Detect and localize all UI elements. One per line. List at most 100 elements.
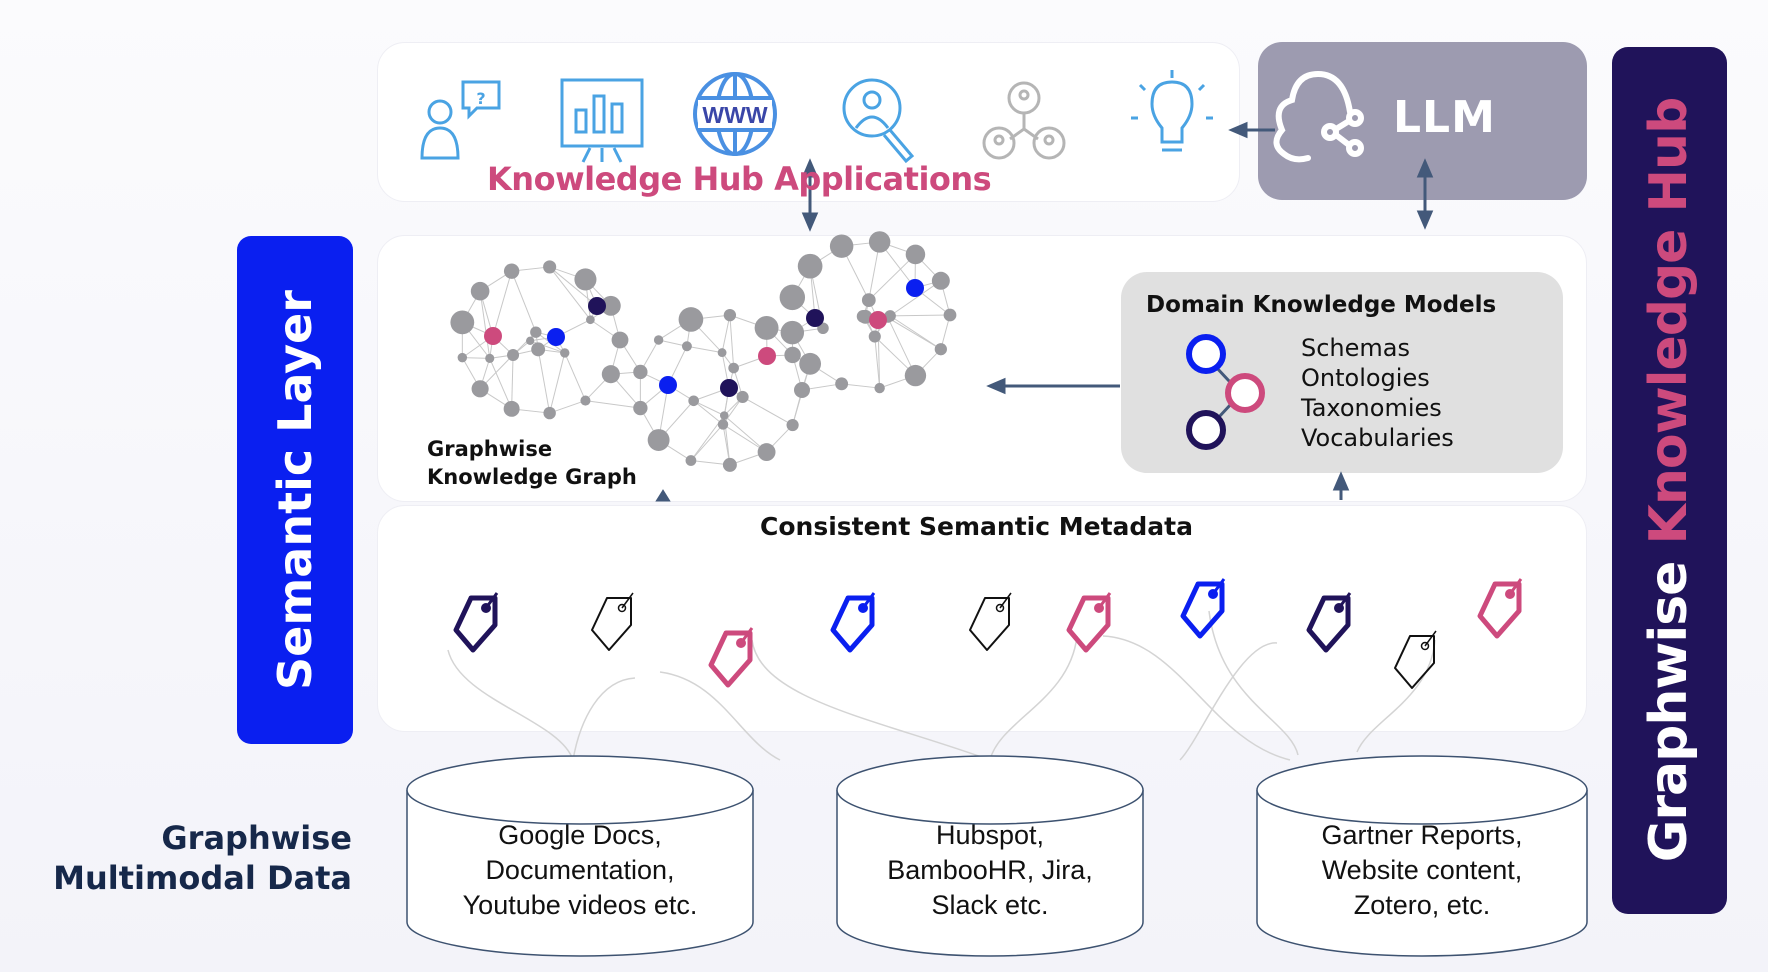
graph-node bbox=[543, 260, 557, 274]
graph-node bbox=[797, 253, 823, 279]
graph-node bbox=[784, 346, 801, 364]
graph-node bbox=[586, 315, 595, 325]
graph-edge bbox=[492, 271, 513, 337]
tag-connectors bbox=[447, 610, 1436, 761]
source-line: BambooHR, Jira, bbox=[887, 855, 1093, 885]
graph-edge bbox=[511, 270, 537, 333]
tag-icon bbox=[969, 592, 1012, 651]
semantic-metadata-panel bbox=[377, 505, 1587, 732]
graph-node bbox=[688, 395, 699, 407]
metadata-title: Consistent Semantic Metadata bbox=[760, 512, 1193, 541]
graph-node bbox=[793, 381, 811, 399]
tag-icon bbox=[708, 627, 754, 688]
graph-node bbox=[720, 379, 738, 397]
graph-node bbox=[457, 352, 468, 363]
graph-node bbox=[869, 311, 887, 329]
graph-edge bbox=[721, 315, 731, 353]
graph-node bbox=[829, 234, 854, 258]
graph-edge bbox=[585, 400, 641, 409]
graph-node bbox=[728, 362, 739, 374]
applications-title: Knowledge Hub Applications bbox=[487, 160, 992, 198]
user-search-icon bbox=[842, 78, 915, 164]
tag-icon bbox=[453, 592, 499, 653]
graph-edge bbox=[549, 266, 591, 321]
source-line: Google Docs, bbox=[498, 820, 662, 850]
graph-node bbox=[717, 348, 727, 357]
graph-node bbox=[861, 293, 876, 307]
question-user-icon: ? bbox=[420, 80, 501, 160]
graph-node bbox=[779, 284, 806, 311]
graph-node bbox=[799, 352, 822, 375]
source-line: Hubspot, bbox=[935, 820, 1045, 850]
graph-node bbox=[470, 281, 490, 301]
multimodal-data-label: Graphwise Multimodal Data bbox=[53, 818, 352, 898]
graph-edge bbox=[693, 400, 725, 416]
graph-edge bbox=[868, 254, 916, 301]
graph-node bbox=[874, 382, 885, 394]
graph-node bbox=[543, 406, 556, 420]
graph-edge bbox=[887, 317, 942, 350]
graph-node bbox=[507, 348, 520, 361]
graph-node bbox=[450, 310, 475, 335]
data-label-line2: Multimodal Data bbox=[53, 859, 352, 897]
graph-edge bbox=[549, 400, 586, 414]
graph-node bbox=[653, 335, 664, 345]
graph-node bbox=[580, 395, 591, 406]
graph-node bbox=[868, 231, 891, 253]
domain-model-item: Taxonomies bbox=[1301, 394, 1442, 422]
knowledge-graph-network bbox=[450, 231, 957, 472]
graph-node bbox=[931, 271, 950, 290]
domain-models-list: Schemas Ontologies Taxonomies Vocabulari… bbox=[1301, 333, 1454, 453]
graph-node bbox=[685, 455, 697, 466]
graph-node bbox=[485, 353, 495, 363]
tag-icon bbox=[830, 592, 876, 653]
metadata-tags bbox=[453, 578, 1523, 689]
data-source-cylinder bbox=[1256, 755, 1588, 957]
kg-label-line1: Graphwise bbox=[427, 437, 553, 461]
tag-icon bbox=[1394, 630, 1437, 689]
llm-label: LLM bbox=[1393, 92, 1496, 143]
graph-node bbox=[934, 343, 947, 356]
graph-node bbox=[484, 327, 502, 345]
tag-icon bbox=[591, 592, 634, 651]
www-globe-icon: WWW bbox=[693, 72, 777, 156]
graph-node bbox=[835, 377, 849, 391]
graph-edge bbox=[479, 291, 491, 359]
graph-node bbox=[530, 326, 542, 338]
knowledge-hub-title: Graphwise Knowledge Hub bbox=[1639, 98, 1699, 863]
graph-node bbox=[531, 342, 546, 357]
graph-node bbox=[633, 364, 648, 380]
graph-node bbox=[906, 279, 924, 297]
graph-node bbox=[736, 390, 749, 404]
arrows bbox=[655, 121, 1434, 502]
tag-icon bbox=[1180, 578, 1226, 639]
source-line: Gartner Reports, bbox=[1321, 820, 1523, 850]
graph-node bbox=[647, 429, 670, 451]
presentation-chart-icon bbox=[560, 78, 644, 163]
source-line: Youtube videos etc. bbox=[462, 890, 698, 920]
graph-edge bbox=[489, 358, 513, 410]
graph-node bbox=[806, 309, 824, 327]
data-source-cylinders bbox=[406, 755, 1588, 957]
lightbulb-icon bbox=[1131, 70, 1213, 152]
semantic-layer-panel bbox=[237, 236, 353, 744]
graph-edge bbox=[549, 266, 598, 307]
graph-node bbox=[754, 315, 779, 340]
graph-node bbox=[659, 376, 677, 394]
graph-node bbox=[601, 365, 620, 384]
semantic-layer-title: Semantic Layer bbox=[268, 290, 322, 690]
hub-word-knowledge-hub: Knowledge Hub bbox=[1639, 97, 1699, 545]
source-line: Slack etc. bbox=[931, 890, 1049, 920]
graph-edge bbox=[693, 400, 724, 425]
graph-node bbox=[560, 348, 570, 358]
graph-node bbox=[723, 308, 737, 322]
graph-node bbox=[574, 268, 597, 291]
graph-node bbox=[611, 331, 629, 349]
user-network-icon bbox=[982, 81, 1066, 160]
graph-node bbox=[943, 308, 957, 322]
source-2-text: Hubspot, BambooHR, Jira, Slack etc. bbox=[837, 818, 1143, 923]
graph-edge bbox=[564, 352, 586, 401]
graph-node bbox=[526, 336, 535, 345]
graph-edge bbox=[690, 424, 724, 461]
graph-node bbox=[780, 320, 805, 345]
